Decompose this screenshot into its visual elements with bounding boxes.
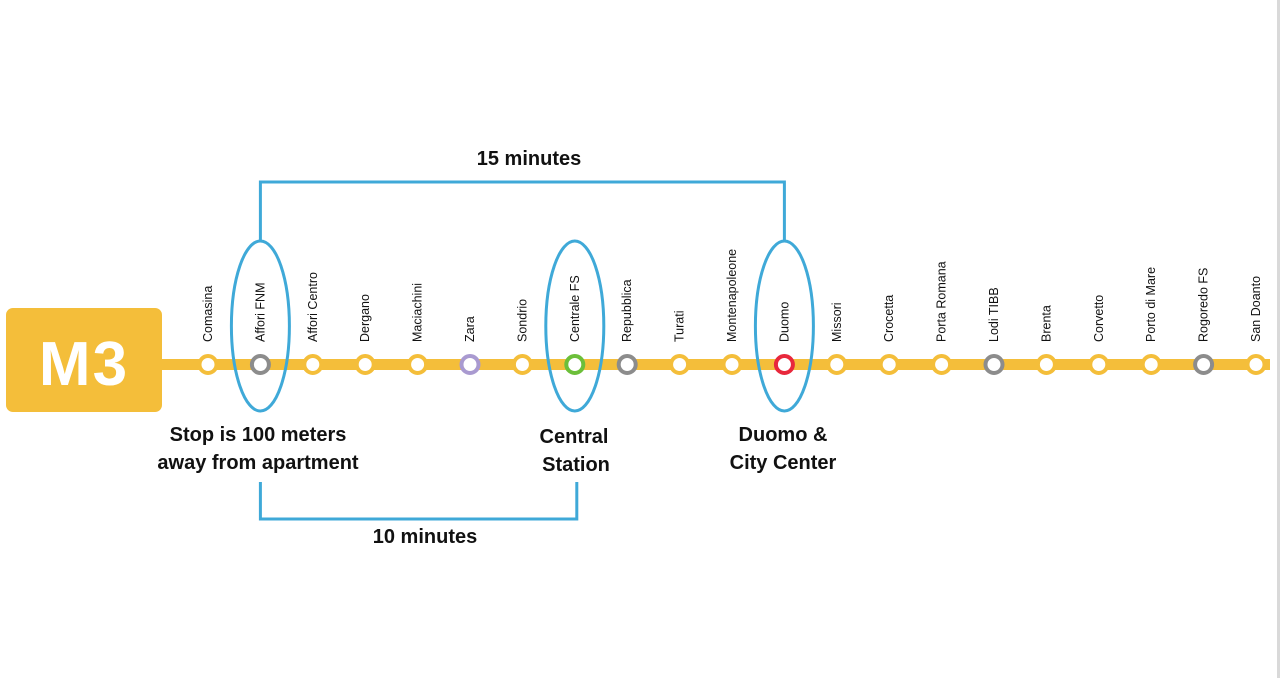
station-label: Crocetta <box>882 295 896 342</box>
station-marker <box>1088 354 1110 375</box>
station-label: Affori FNM <box>253 283 267 343</box>
apartment-callout-line1: Stop is 100 meters <box>170 424 347 446</box>
station-marker <box>249 354 271 375</box>
m3-logo-box <box>6 308 162 412</box>
station-label: Centrale FS <box>568 275 582 342</box>
duomo-callout-line1: Duomo & <box>739 424 828 446</box>
station-label: Comasina <box>201 286 215 342</box>
station-marker <box>1245 354 1267 375</box>
station-label: Montenapoleone <box>725 249 739 342</box>
station-label: Affori Centro <box>306 272 320 342</box>
duomo-callout: Duomo & City Center <box>730 424 837 474</box>
metro-line-track <box>162 359 1270 370</box>
top-connector-bracket <box>258 180 786 242</box>
station-label: Repubblica <box>620 279 634 342</box>
station-label: San Doanto <box>1249 276 1263 342</box>
central-highlight-oval <box>544 239 606 413</box>
highlight-layer <box>229 180 815 521</box>
stations-layer: Comasina Affori FNM Affori Centro Dergano Ma… <box>197 249 1267 375</box>
station-marker <box>878 354 900 375</box>
station-marker <box>721 354 743 375</box>
station-label: Turati <box>673 311 687 343</box>
station-label: Sondrio <box>515 299 529 342</box>
station-label: Zara <box>463 316 477 342</box>
central-callout-line1: Central <box>540 426 609 448</box>
station-marker <box>983 354 1005 375</box>
station-marker <box>1035 354 1057 375</box>
station-label: Maciachini <box>411 283 425 342</box>
station-marker <box>616 354 638 375</box>
station-marker <box>407 354 429 375</box>
duomo-callout-line2: City Center <box>730 452 837 474</box>
station-marker <box>773 354 795 375</box>
station-marker <box>354 354 376 375</box>
station-marker <box>197 354 219 375</box>
apartment-callout: Stop is 100 meters away from apartment <box>157 424 359 474</box>
station-label: Corvetto <box>1092 295 1106 342</box>
central-callout: Central Station <box>540 426 610 476</box>
station-marker <box>564 354 586 375</box>
top-duration-label: 15 minutes <box>477 148 581 170</box>
station-marker <box>302 354 324 375</box>
station-label: Dergano <box>358 294 372 342</box>
page-edge <box>1277 0 1280 678</box>
station-marker <box>1193 354 1215 375</box>
bottom-connector-bracket <box>258 482 579 521</box>
station-label: Rogoredo FS <box>1197 268 1211 342</box>
station-marker <box>1140 354 1162 375</box>
station-label: Missori <box>830 302 844 342</box>
station-label: Lodi TIBB <box>987 287 1001 342</box>
station-label: Brenta <box>1039 305 1053 342</box>
station-marker <box>931 354 953 375</box>
station-label: Duomo <box>777 302 791 342</box>
station-label: Porto di Mare <box>1144 267 1158 342</box>
station-label: Porta Romana <box>935 261 949 342</box>
m3-logo: M3 <box>6 308 162 412</box>
station-marker <box>459 354 481 375</box>
station-marker <box>511 354 533 375</box>
station-marker <box>669 354 691 375</box>
bottom-duration-label: 10 minutes <box>373 526 477 548</box>
station-marker <box>826 354 848 375</box>
central-callout-line2: Station <box>542 454 610 476</box>
m3-logo-text: M3 <box>39 330 129 399</box>
apartment-callout-line2: away from apartment <box>157 452 359 474</box>
